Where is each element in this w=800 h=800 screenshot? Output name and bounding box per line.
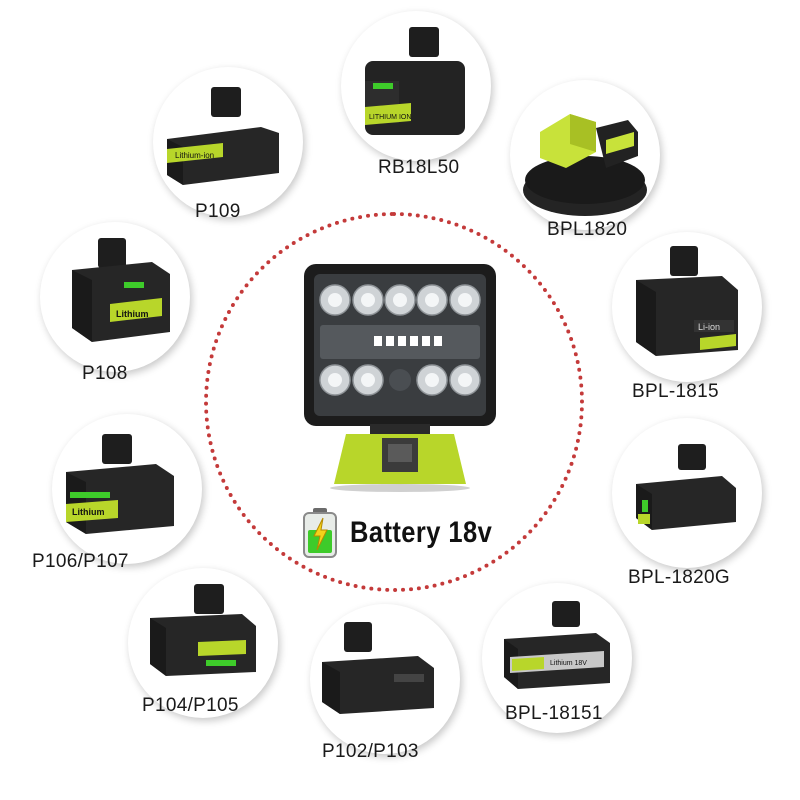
battery-label-p106-p107: P106/P107 (32, 551, 129, 572)
battery-rb18l50-brand-label: LITHIUM ION (369, 114, 411, 121)
battery-p102-image (322, 622, 434, 714)
battery-bpl18151-image: Lithium 18V (504, 601, 610, 689)
battery-p108-image: Lithium (72, 238, 170, 342)
caption: Battery 18v (300, 505, 517, 561)
battery-label-p108: P108 (82, 363, 128, 384)
battery-label-bpl1815: BPL-1815 (632, 381, 719, 402)
battery-rb18l50-bubble: LITHIUM ION (341, 11, 491, 161)
compatibility-ring (204, 212, 584, 592)
battery-label-bpl1820g: BPL-1820G (628, 567, 730, 588)
battery-p106-brand-label: Lithium (72, 507, 105, 517)
battery-p109-brand-label: Lithium-ion (175, 151, 214, 160)
battery-label-p109: P109 (195, 201, 241, 222)
battery-rb18l50-image: LITHIUM ION (365, 27, 465, 135)
battery-p108-brand-label: Lithium (116, 309, 149, 319)
battery-bpl1815-brand-label: Li-ion (698, 322, 720, 332)
battery-p102-bubble (310, 604, 460, 754)
battery-bpl1820-image (523, 114, 647, 216)
battery-bpl1820g-bubble (612, 418, 762, 568)
battery-p104-bubble (128, 568, 278, 718)
battery-bpl18151-brand-label: Lithium 18V (550, 660, 587, 667)
battery-label-p104-p105: P104/P105 (142, 695, 239, 716)
battery-p106-image: Lithium (66, 434, 174, 534)
battery-label-bpl18151: BPL-18151 (505, 703, 603, 724)
battery-charging-icon (303, 508, 337, 558)
battery-label-rb18l50: RB18L50 (378, 157, 460, 178)
battery-p104-image (150, 584, 256, 676)
battery-p109-image: Lithium-ion (167, 87, 279, 185)
led-work-light (304, 264, 496, 492)
battery-bpl1820-bubble (510, 80, 660, 230)
battery-bpl1815-image: Li-ion (636, 246, 738, 356)
caption-text: Battery 18v (350, 516, 493, 549)
battery-label-bpl1820: BPL1820 (547, 219, 628, 240)
battery-p106-bubble: Lithium (52, 414, 202, 564)
battery-p108-bubble: Lithium (40, 222, 190, 372)
battery-p109-bubble: Lithium-ion (153, 67, 303, 217)
battery-bpl1820g-image (636, 444, 736, 530)
battery-bpl1815-bubble: Li-ion (612, 232, 762, 382)
battery-label-p102-p103: P102/P103 (322, 741, 419, 762)
battery-bpl18151-bubble: Lithium 18V (482, 583, 632, 733)
